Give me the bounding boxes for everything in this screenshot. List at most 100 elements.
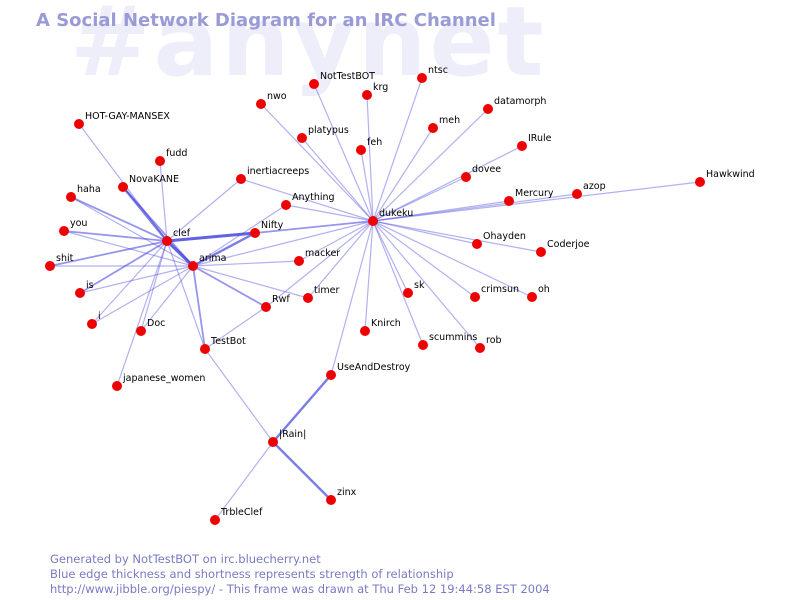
node-label: platypus [308,125,349,136]
edge-dukeku-nottestbot [313,83,374,222]
node-label: azop [583,181,606,192]
node-label: NovaKANE [129,174,179,185]
node-mercury: Mercury [504,188,554,206]
node-label: oh [538,284,550,295]
node-label: Coderjoe [547,239,590,250]
edge-testbot-rwf [204,306,267,350]
node-dot [256,99,266,109]
edge-arima-haha [70,196,194,267]
node-label: i [98,311,101,322]
edge-dukeku-datamorph [372,108,489,222]
edge-dukeku-ntsc [372,77,423,222]
node-dot [428,123,438,133]
edge-clef-haha [70,196,168,242]
node-dot [362,90,372,100]
node-dot [200,344,210,354]
node-label: Hawkwind [706,169,755,180]
node-label: IRule [528,133,552,144]
edge-arima-macker [192,260,300,267]
node-knirch: Knirch [360,318,401,336]
edge-arima-timer [192,265,309,299]
edge-clef-japanese-women [116,240,168,387]
node-dot [188,261,198,271]
edge-clef-shit [49,240,168,267]
node-feh: feh [356,137,382,155]
node-rwf: Rwf [261,294,290,312]
edge-dukeku-rob [372,220,481,349]
node-dot [118,182,128,192]
node-nwo: nwo [256,91,287,109]
edge-dukeku-useanddestroy [330,220,374,376]
edge-dukeku-ohayden [372,220,478,245]
node-ohayden: Ohayden [472,231,526,249]
footer-generated-by: Generated by NotTestBOT on irc.bluecherr… [50,552,321,566]
node-dot [303,293,313,303]
node-rob: rob [475,335,502,353]
node-dot [87,319,97,329]
node-label: inertiacreeps [247,166,309,177]
node-label: zinx [337,487,357,498]
node-label: TestBot [210,336,246,347]
edge-dukeku-nwo [260,103,374,222]
edge-clef-testbot [166,240,206,350]
node-label: japanese_women [122,373,205,384]
node-platypus: platypus [297,125,349,143]
node-azop: azop [572,181,606,199]
edge-clef-you [63,230,168,242]
node-datamorph: datamorph [483,96,546,114]
node-nifty: Nifty [250,220,284,238]
node-dot [294,256,304,266]
node-zinx: zinx [326,487,357,505]
node-dot [74,119,84,129]
edge-layer [49,77,701,521]
node-doc: Doc [136,318,165,336]
node-dot [368,216,378,226]
node-fudd: fudd [155,148,187,166]
edge-dukeku-krg [366,94,374,222]
node-testbot: TestBot [200,336,246,354]
node-dot [418,340,428,350]
node-dot [75,288,85,298]
node-dovee: dovee [461,164,501,182]
edge-clef-fudd [159,160,168,242]
node-trbleclef: TrbleClef [210,507,263,525]
node-anything: Anything [281,192,335,210]
node-haha: haha [66,184,101,202]
edge-rain-trbleclef [214,441,274,521]
edge-dukeku-arima [192,220,374,267]
edge-dukeku-sk [372,220,409,294]
node-dot [136,326,146,336]
node-hot-gay-mansex: HOT-GAY-MANSEX [74,111,170,129]
channel-watermark: #anynet [70,0,547,98]
node-hawkwind: Hawkwind [695,169,755,187]
node-label: sk [414,280,425,291]
node-label: krg [373,82,388,93]
node-label: Nifty [261,220,284,231]
edge-dukeku-meh [372,127,434,222]
edge-dukeku-anything [285,204,374,222]
node-dot [403,288,413,298]
node-oh: oh [527,284,550,302]
node-dot [461,172,471,182]
node-clef: clef [162,228,191,246]
node-dot [112,381,122,391]
node-label: Mercury [515,188,554,199]
node-label: macker [305,248,340,259]
node-meh: meh [428,115,460,133]
edge-dukeku-timer [307,220,374,299]
node-coderjoe: Coderjoe [536,239,590,257]
node-dot [66,192,76,202]
node-label: nwo [267,91,287,102]
node-label: TrbleClef [220,507,263,518]
node-ntsc: ntsc [417,65,448,83]
diagram-title: A Social Network Diagram for an IRC Chan… [36,10,496,31]
node-dot [268,437,278,447]
node-dot [59,226,69,236]
node-label: scummins [429,332,477,343]
node-label: is [86,280,94,291]
edge-dukeku-coderjoe [372,220,542,253]
node-dot [472,239,482,249]
edge-clef-i [91,240,168,325]
node-dot [45,261,55,271]
node-scummins: scummins [418,332,477,350]
